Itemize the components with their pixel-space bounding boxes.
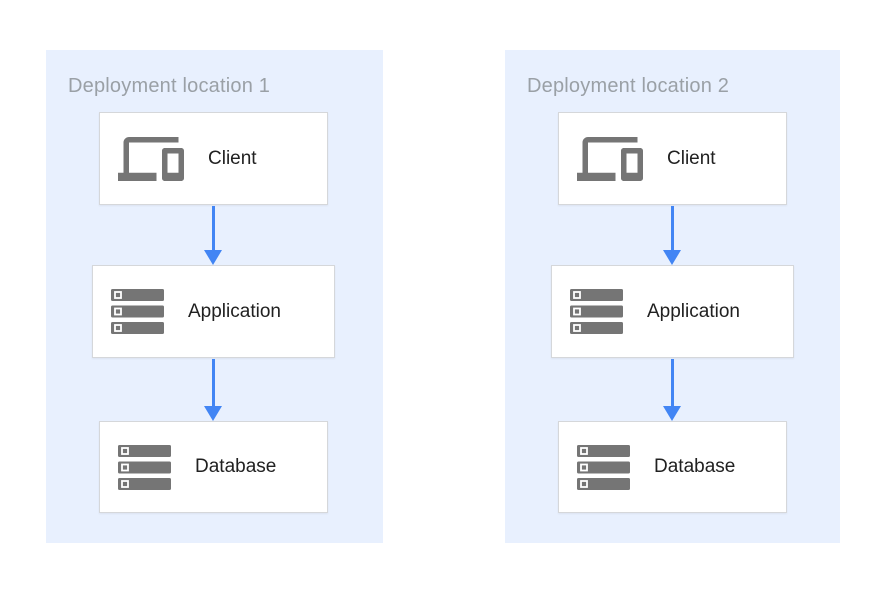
arrow-line: [211, 206, 215, 250]
deployment-location-1-panel: Deployment location 1 Client: [46, 50, 383, 543]
arrow-line: [670, 206, 674, 250]
arrow-application-to-database: [204, 359, 222, 421]
panel-title: Deployment location 1: [68, 75, 271, 97]
database-node-label: Database: [654, 456, 736, 477]
server-stack-icon: [570, 289, 623, 334]
arrow-line: [211, 359, 215, 406]
devices-icon: [118, 126, 184, 192]
devices-icon: [577, 126, 643, 192]
arrow-client-to-application: [663, 206, 681, 265]
arrow-application-to-database: [663, 359, 681, 421]
arrow-head: [663, 406, 681, 421]
database-node-label: Database: [195, 456, 277, 477]
database-node: Database: [99, 421, 328, 513]
client-node: Client: [558, 112, 787, 205]
database-node: Database: [558, 421, 787, 513]
client-node: Client: [99, 112, 328, 205]
arrow-line: [670, 359, 674, 406]
arrow-head: [204, 406, 222, 421]
application-node-label: Application: [647, 300, 740, 322]
client-node-label: Client: [667, 147, 716, 169]
arrow-client-to-application: [204, 206, 222, 265]
arrow-head: [204, 250, 222, 265]
application-node: Application: [551, 265, 794, 358]
panel-title: Deployment location 2: [527, 75, 730, 97]
client-node-label: Client: [208, 147, 257, 169]
deployment-location-2-panel: Deployment location 2 Client: [505, 50, 840, 543]
arrow-head: [663, 250, 681, 265]
application-node-label: Application: [188, 300, 281, 322]
server-stack-icon: [577, 444, 630, 490]
application-node: Application: [92, 265, 335, 358]
server-stack-icon: [111, 289, 164, 334]
server-stack-icon: [118, 444, 171, 490]
